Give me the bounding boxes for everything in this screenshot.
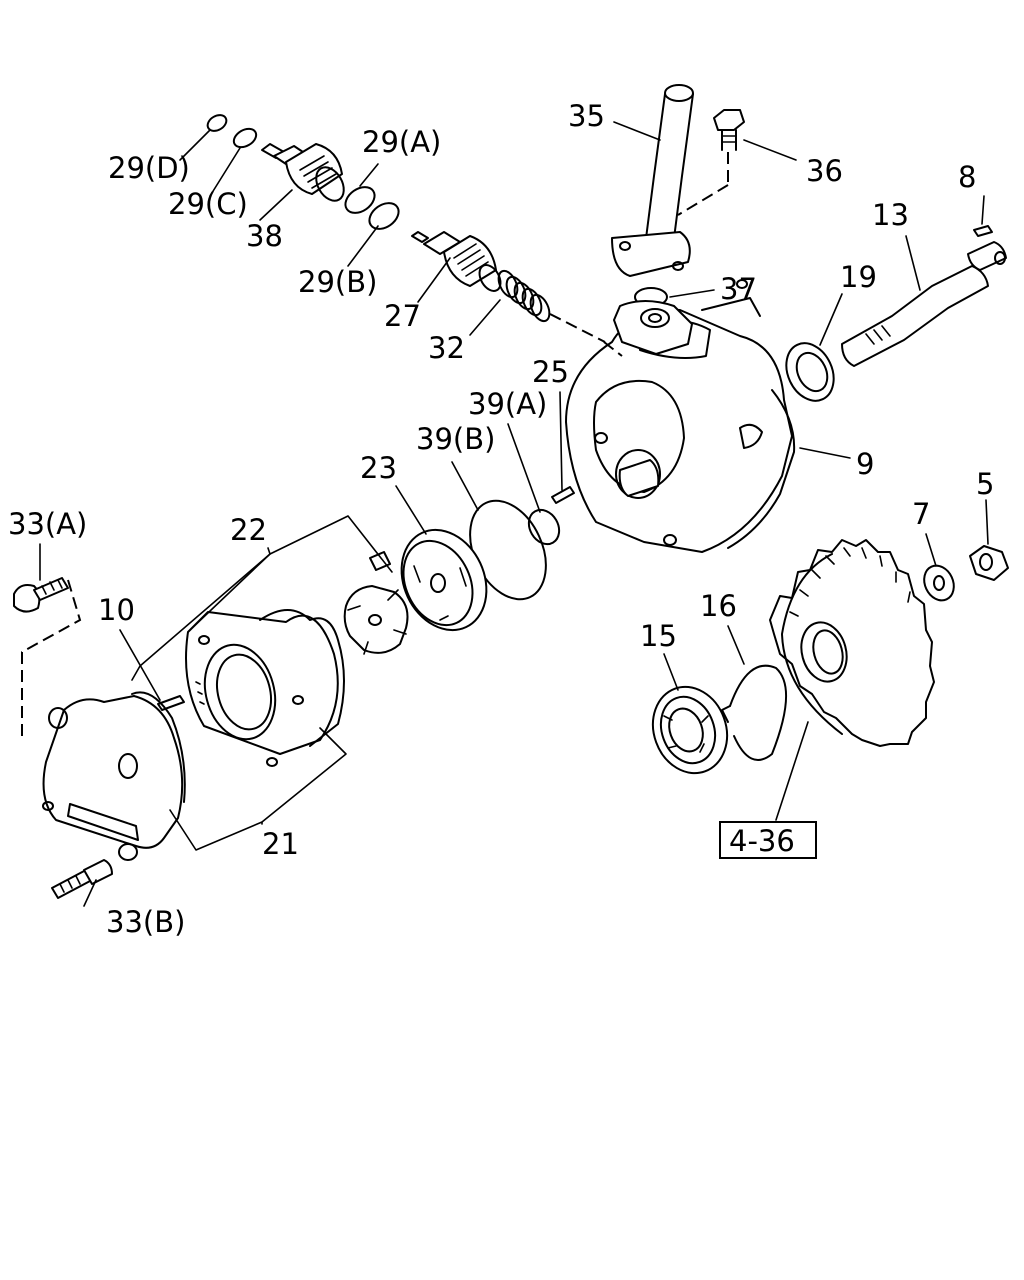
spring-32 [497,269,551,323]
label-22: 22 [230,513,267,547]
label-33b: 33(B) [106,905,185,939]
bracket-22-b [189,553,271,631]
key-8 [973,225,993,237]
washer-7 [923,564,955,602]
bearing-15 [651,685,729,775]
label-9: 9 [856,447,874,481]
label-33a: 33(A) [8,507,87,541]
bolt-36 [713,109,745,151]
side-plate-21 [185,611,339,767]
o-ring-39a [527,508,561,546]
assembly-line-housing [603,341,623,357]
o-ring-29c [232,127,258,149]
label-29b: 29(B) [298,265,377,299]
label-16: 16 [700,589,737,623]
fitting-38 [261,143,345,202]
label-5: 5 [976,467,994,501]
cover-assembly [42,691,186,861]
label-7: 7 [912,497,930,531]
bolt-33a [13,577,69,613]
oil-seal-19 [785,342,835,402]
circlip-16 [721,664,787,761]
vane-rotor-22 [343,585,409,655]
valve-27 [411,231,502,292]
label-39a: 39(A) [468,387,547,421]
label-32: 32 [428,331,465,365]
reference-label: 4-36 [729,824,795,858]
label-13: 13 [872,198,909,232]
bolt-33b [51,859,113,899]
label-38: 38 [246,219,283,253]
label-25: 25 [532,355,569,389]
pin-25 [551,486,575,504]
label-23: 23 [360,451,397,485]
label-37: 37 [720,272,757,306]
nut-5 [969,545,1009,581]
label-10: 10 [98,593,135,627]
label-19: 19 [840,260,877,294]
rotor-23 [400,528,488,632]
drive-gear [769,539,935,747]
leader-lines [39,121,989,907]
label-39b: 39(B) [416,422,495,456]
gasket-plate [259,609,345,747]
vane-square-22 [369,551,391,571]
label-35: 35 [568,99,605,133]
assembly-line-bolt-2 [677,184,729,216]
pipe-35 [611,84,694,277]
assembly-line-bolt-33a [21,579,82,740]
reference-box: 4-36 [719,821,817,859]
label-21: 21 [262,827,299,861]
label-29c: 29(C) [168,187,248,221]
o-ring-29b [368,202,400,230]
shaft-13 [841,241,1007,367]
label-27: 27 [384,299,421,333]
label-15: 15 [640,619,677,653]
o-ring-29a [344,186,376,214]
label-29d: 29(D) [108,151,190,185]
label-8: 8 [958,160,976,194]
label-29a: 29(A) [362,125,441,159]
assembly-line-spring [549,313,606,343]
pump-housing-9 [565,279,796,553]
o-ring-29d [206,114,228,132]
label-36: 36 [806,154,843,188]
